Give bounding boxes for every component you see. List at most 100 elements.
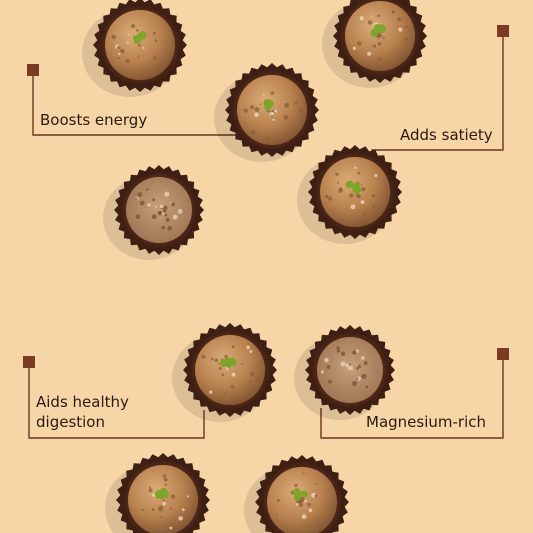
cut-face bbox=[126, 177, 192, 243]
nut-piece bbox=[315, 495, 318, 498]
nut-piece bbox=[165, 483, 167, 485]
pistachio-topping bbox=[370, 29, 378, 37]
nut-piece bbox=[363, 212, 366, 215]
nut-piece bbox=[170, 523, 172, 525]
nut-piece bbox=[273, 118, 275, 120]
pistachio-topping bbox=[156, 490, 161, 495]
speck bbox=[358, 366, 361, 369]
nut-piece bbox=[161, 516, 163, 518]
nut-piece bbox=[138, 44, 141, 47]
nut-piece bbox=[152, 508, 155, 511]
nut-piece bbox=[372, 194, 376, 198]
nut-piece bbox=[163, 474, 167, 478]
nut-piece bbox=[335, 173, 338, 176]
pistachio-topping bbox=[294, 489, 301, 496]
nut-piece bbox=[276, 513, 278, 515]
pistachio-topping bbox=[378, 24, 384, 30]
speck bbox=[152, 214, 157, 219]
nut-piece bbox=[375, 63, 377, 65]
nut-piece bbox=[337, 182, 339, 184]
speck bbox=[337, 349, 341, 353]
speck bbox=[341, 352, 345, 356]
nut-piece bbox=[138, 56, 140, 58]
nut-piece bbox=[117, 46, 120, 49]
nut-piece bbox=[171, 494, 176, 499]
speck bbox=[146, 188, 148, 190]
nut-piece bbox=[127, 42, 129, 44]
pistachio-topping bbox=[352, 183, 360, 191]
nut-piece bbox=[152, 494, 155, 497]
speck bbox=[173, 215, 178, 220]
speck bbox=[147, 203, 150, 206]
nut-piece bbox=[209, 390, 212, 393]
nut-piece bbox=[241, 363, 243, 365]
speck bbox=[352, 381, 357, 386]
nut-piece bbox=[149, 486, 151, 488]
nut-piece bbox=[354, 167, 356, 169]
nut-piece bbox=[170, 508, 172, 510]
speck bbox=[324, 358, 329, 363]
pistachio-topping bbox=[138, 31, 146, 39]
nut-piece bbox=[349, 193, 354, 198]
pistachio-topping bbox=[301, 491, 308, 498]
speck bbox=[361, 356, 365, 360]
nut-piece bbox=[270, 91, 274, 95]
callout-label-line: digestion bbox=[36, 412, 129, 432]
callout-marker bbox=[497, 25, 509, 37]
nut-piece bbox=[325, 195, 328, 198]
nut-piece bbox=[303, 472, 305, 474]
nut-piece bbox=[383, 37, 385, 39]
callout-marker bbox=[23, 356, 35, 368]
speck bbox=[356, 378, 358, 380]
nut-piece bbox=[405, 25, 408, 28]
speck bbox=[155, 206, 157, 208]
nut-piece bbox=[377, 14, 380, 17]
speck bbox=[152, 198, 155, 201]
nut-piece bbox=[316, 518, 318, 520]
speck bbox=[352, 350, 356, 354]
nut-piece bbox=[117, 57, 119, 59]
nut-piece bbox=[218, 367, 221, 370]
nut-piece bbox=[163, 524, 165, 526]
nut-piece bbox=[295, 102, 298, 105]
nut-piece bbox=[254, 112, 259, 117]
nut-piece bbox=[357, 171, 360, 174]
truffle-group bbox=[82, 0, 427, 533]
nut-piece bbox=[120, 49, 124, 53]
nut-piece bbox=[328, 197, 332, 201]
nut-piece bbox=[136, 29, 139, 32]
nut-piece bbox=[350, 204, 355, 209]
nut-piece bbox=[256, 376, 260, 380]
truffle bbox=[244, 455, 349, 533]
nut-piece bbox=[160, 506, 162, 508]
nut-piece bbox=[405, 38, 408, 41]
nut-piece bbox=[127, 34, 129, 36]
nut-piece bbox=[232, 345, 235, 348]
nut-piece bbox=[250, 105, 254, 109]
nut-piece bbox=[397, 17, 401, 21]
nut-piece bbox=[287, 134, 289, 136]
nut-piece bbox=[231, 385, 235, 389]
halved-truffle bbox=[103, 165, 204, 260]
speck bbox=[167, 226, 172, 231]
truffle bbox=[322, 0, 427, 88]
nut-piece bbox=[224, 392, 226, 394]
speck bbox=[171, 202, 175, 206]
speck bbox=[135, 198, 137, 200]
nut-piece bbox=[357, 41, 362, 46]
nut-piece bbox=[153, 56, 157, 60]
nut-piece bbox=[214, 359, 218, 363]
pistachio-topping bbox=[264, 99, 269, 104]
nut-piece bbox=[361, 187, 365, 191]
nut-piece bbox=[360, 16, 364, 20]
nut-piece bbox=[246, 346, 250, 350]
halved-truffle bbox=[294, 325, 395, 420]
nut-piece bbox=[361, 183, 363, 185]
nut-piece bbox=[222, 373, 225, 376]
nut-piece bbox=[263, 94, 265, 96]
callout-marker bbox=[497, 348, 509, 360]
truffle bbox=[105, 453, 210, 533]
nut-piece bbox=[162, 502, 166, 506]
nut-piece bbox=[299, 108, 304, 113]
